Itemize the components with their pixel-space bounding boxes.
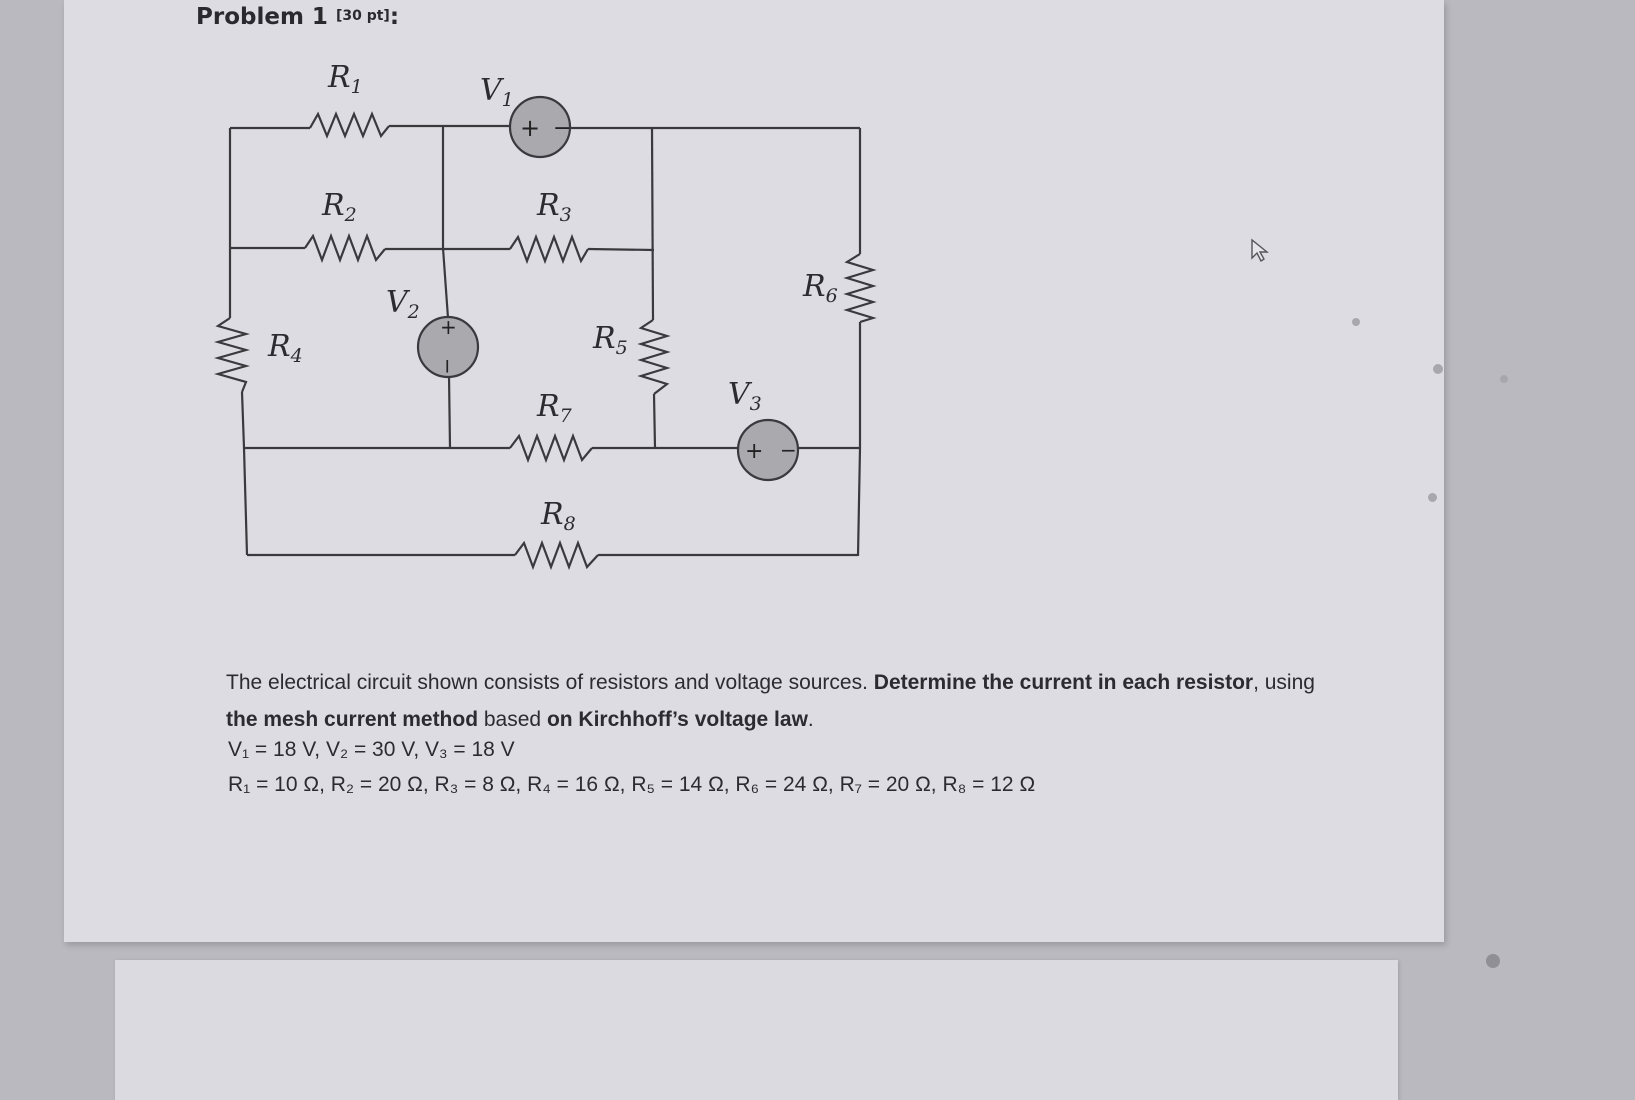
r1-zigzag xyxy=(309,111,390,139)
voltage-source-v1: + − xyxy=(508,95,572,159)
next-problem-card xyxy=(115,960,1398,1100)
mouse-cursor-icon xyxy=(1251,238,1269,263)
label-r7: R7 xyxy=(536,389,573,427)
resistance-values: R₁ = 10 Ω, R₂ = 20 Ω, R₃ = 8 Ω, R₄ = 16 … xyxy=(228,773,1036,796)
v3-circle-icon xyxy=(736,418,800,482)
label-v1: V1 xyxy=(480,73,514,111)
v1-minus: − xyxy=(553,116,571,141)
problem-title-text: Problem 1 xyxy=(196,4,328,30)
v3-plus: + xyxy=(745,439,763,464)
label-r1: R1 xyxy=(327,60,363,98)
problem-title-colon: : xyxy=(389,4,400,30)
voltage-source-v3: + − xyxy=(736,418,800,482)
resistor-symbols xyxy=(213,111,877,571)
r2-zigzag xyxy=(304,232,386,264)
r4-zigzag xyxy=(213,317,251,393)
v1-plus: + xyxy=(520,114,540,142)
voltage-source-v2: + − xyxy=(416,315,480,379)
label-v2: V2 xyxy=(386,285,420,323)
screen-dust-dot xyxy=(1486,954,1500,968)
v2-plus: + xyxy=(440,315,457,339)
v1-circle-icon xyxy=(508,95,572,159)
desc-bold3: on Kirchhoff’s voltage law xyxy=(546,708,808,731)
label-r4: R4 xyxy=(267,329,303,367)
r5-zigzag xyxy=(637,319,671,395)
problem-title: Problem 1 [30 pt]: xyxy=(196,4,399,30)
desc-bold1: Determine the current in each resistor xyxy=(873,671,1254,694)
v3-minus: − xyxy=(780,438,797,462)
screen-dust-dot xyxy=(1428,493,1437,502)
r3-zigzag xyxy=(509,233,589,265)
label-r5: R5 xyxy=(592,321,628,359)
r8-zigzag xyxy=(514,539,599,571)
screen-dust-dot xyxy=(1500,375,1508,383)
screen-dust-dot xyxy=(1352,318,1360,326)
label-r2: R2 xyxy=(321,188,357,226)
label-v3: V3 xyxy=(728,377,762,415)
v2-circle-icon xyxy=(416,315,480,379)
desc-part1: The electrical circuit shown consists of… xyxy=(226,671,874,694)
v2-minus: − xyxy=(436,358,460,375)
desc-part2: , using xyxy=(1253,671,1315,694)
label-r6: R6 xyxy=(802,269,838,307)
problem-points: [30 pt] xyxy=(335,8,390,24)
voltage-values: V₁ = 18 V, V₂ = 30 V, V₃ = 18 V xyxy=(228,738,515,761)
circuit-wires xyxy=(228,124,862,557)
label-r3: R3 xyxy=(536,188,572,226)
screen-dust-dot xyxy=(1433,364,1443,374)
r7-zigzag xyxy=(509,432,593,464)
r6-zigzag xyxy=(843,253,877,324)
desc-bold2: the mesh current method xyxy=(226,708,479,731)
desc-part3: based xyxy=(478,708,547,731)
label-r8: R8 xyxy=(540,497,576,535)
problem-description: The electrical circuit shown consists of… xyxy=(226,664,1316,738)
desc-part4: . xyxy=(807,708,814,731)
